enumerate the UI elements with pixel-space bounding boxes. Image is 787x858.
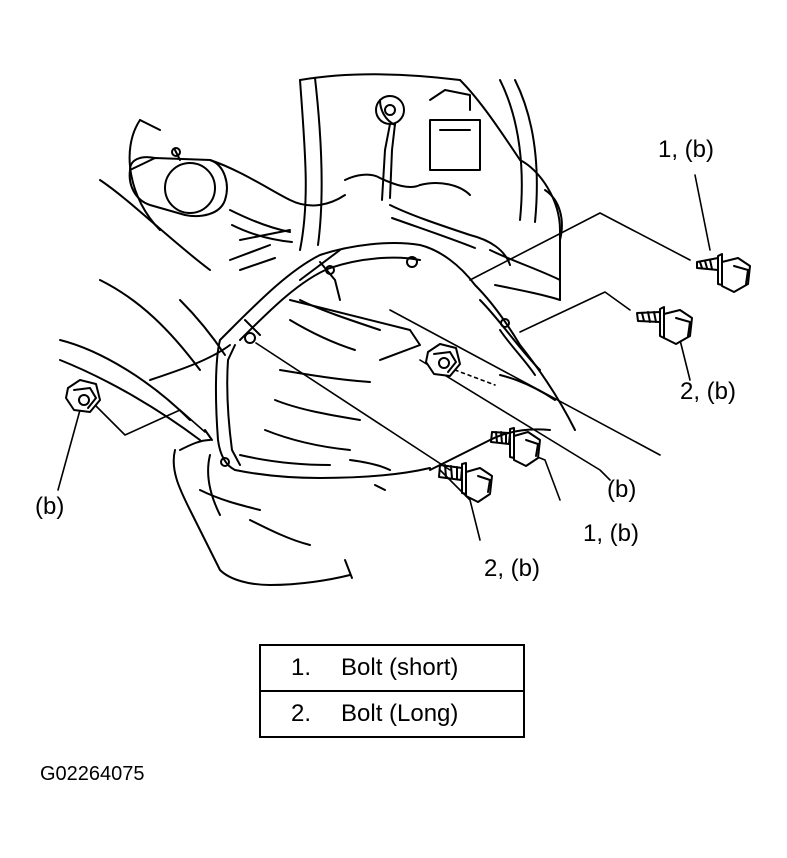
legend-number: 2. [290, 700, 311, 727]
legend-number: 1. [290, 654, 311, 681]
callout-left-nut: (b) [35, 493, 65, 520]
legend-cell: 1. Bolt (short) [259, 644, 525, 692]
bolt-icon [636, 306, 693, 345]
callout-middle-bolt: 1, (b) [583, 520, 640, 547]
callout-right-bolt: 2, (b) [680, 378, 737, 405]
engine-background [59, 73, 563, 441]
transaxle-housing [172, 242, 576, 586]
bolt-icon [696, 253, 751, 293]
bolt-icon [490, 427, 541, 467]
legend-row: 2. Bolt (Long) [259, 690, 525, 738]
legend-row: 1. Bolt (short) [259, 644, 525, 692]
callout-middle-nut: (b) [607, 476, 637, 503]
legend-cell: 2. Bolt (Long) [259, 690, 525, 738]
nut-icon [425, 343, 461, 377]
starter-motor [128, 147, 511, 271]
bolt-icon [438, 462, 493, 503]
nut-icon [65, 379, 101, 413]
legend-label: Bolt (short) [341, 654, 459, 681]
legend-label: Bolt (Long) [341, 700, 459, 727]
callout-lower-bolt: 2, (b) [484, 555, 541, 582]
callout-top-right-bolt: 1, (b) [658, 136, 715, 163]
legend-table: 1. Bolt (short) 2. Bolt (Long) [259, 644, 525, 738]
transaxle-drawing [57, 73, 751, 586]
figure-id: G02264075 [40, 763, 145, 785]
